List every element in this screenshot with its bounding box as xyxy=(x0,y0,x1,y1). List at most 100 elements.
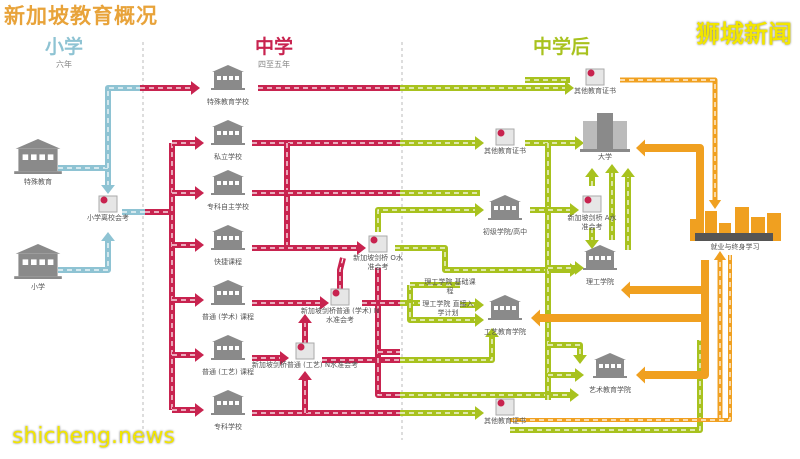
road-path xyxy=(400,81,574,95)
school-icon-window xyxy=(235,236,239,240)
road-dash xyxy=(58,236,109,271)
school-icon-window xyxy=(47,154,54,160)
node-label-poly-found: 理工学院 基础课程 xyxy=(424,278,476,295)
school-icon-base xyxy=(211,358,245,360)
school-icon xyxy=(583,245,617,270)
school-icon-window xyxy=(599,364,603,368)
road-line xyxy=(105,85,140,168)
page-title: 新加坡教育概况 xyxy=(4,4,158,28)
road-path xyxy=(621,260,709,299)
school-icon-window xyxy=(223,181,227,185)
road-path xyxy=(525,136,584,150)
school-icon-window xyxy=(601,256,605,260)
road-dash xyxy=(620,79,716,205)
school-icon-window xyxy=(500,306,504,310)
road-path xyxy=(337,257,346,290)
school-icon-roof xyxy=(594,353,626,360)
school-icon-base xyxy=(593,376,627,378)
road-line xyxy=(58,165,111,190)
stage-duration: 六年 xyxy=(56,60,72,69)
school-icon-window xyxy=(223,76,227,80)
arrow-head xyxy=(195,238,204,252)
school-icon-base xyxy=(14,171,62,174)
arrow-head xyxy=(585,168,599,177)
arrow-head xyxy=(298,371,312,380)
arrow-head xyxy=(570,203,579,217)
school-icon-base xyxy=(211,248,245,250)
road-line xyxy=(640,144,704,240)
school-icon-window xyxy=(217,401,221,405)
road-dash xyxy=(58,167,109,190)
school-icon-roof xyxy=(212,120,244,127)
road-dash xyxy=(395,247,575,271)
school-icon-window xyxy=(229,291,233,295)
school-icon xyxy=(211,335,245,360)
school-icon-window xyxy=(494,306,498,310)
arrow-head xyxy=(565,81,574,95)
node-label-work: 就业与终身学习 xyxy=(710,243,760,251)
school-icon-base xyxy=(488,218,522,220)
road-path xyxy=(510,255,732,422)
road-path xyxy=(298,371,312,413)
node-label-psle: 小学离校会考 xyxy=(87,214,129,222)
university-icon-base xyxy=(580,149,630,152)
school-icon-roof xyxy=(212,170,244,177)
road-dash xyxy=(377,209,480,232)
road-path xyxy=(636,300,709,384)
arrow-head xyxy=(573,355,587,364)
road-dash xyxy=(400,332,493,361)
school-icon-window xyxy=(235,76,239,80)
certificate-icon-seal xyxy=(497,129,505,137)
road-path xyxy=(140,81,200,95)
school-icon-window xyxy=(595,256,599,260)
road-dash xyxy=(510,255,731,421)
certificate-icon-seal xyxy=(370,236,378,244)
school-icon-window xyxy=(506,306,510,310)
road-path xyxy=(252,241,366,255)
school-icon-base xyxy=(14,276,62,279)
node-label-cert-bot: 其他教育证书 xyxy=(484,417,526,425)
school-icon-roof xyxy=(212,335,244,342)
node-label-cert-mid: 其他教育证书 xyxy=(484,147,526,155)
node-label-private: 私立学校 xyxy=(214,153,242,161)
road-layer xyxy=(58,77,732,433)
school-icon-window xyxy=(217,76,221,80)
node-label-special-school: 特殊教育学校 xyxy=(207,98,249,106)
school-icon-window xyxy=(31,154,37,160)
node-label-poly: 理工学院 xyxy=(586,278,614,286)
road-path xyxy=(510,340,703,433)
stage-name: 中学 xyxy=(255,36,294,58)
arrow-head xyxy=(101,232,115,241)
node-label-specialised: 专科学校 xyxy=(214,423,242,431)
school-icon-window xyxy=(223,236,227,240)
school-icon-base xyxy=(488,318,522,320)
school-icon-roof xyxy=(15,244,61,254)
road-path xyxy=(530,203,579,217)
certificate-icon-seal xyxy=(297,343,305,351)
school-icon-window xyxy=(494,206,498,210)
arrow-head xyxy=(195,136,204,150)
road-path xyxy=(375,203,484,232)
school-icon-window xyxy=(223,131,227,135)
certificate-icon-seal xyxy=(584,196,592,204)
road-dash xyxy=(409,285,480,321)
arrow-head xyxy=(191,81,200,95)
arrow-head xyxy=(570,388,579,402)
arrow-head xyxy=(713,251,727,260)
school-icon-window xyxy=(223,401,227,405)
school-icon-window xyxy=(47,259,54,265)
node-label-ntlevel: 新加坡剑桥普通 (工艺) N水准会考 xyxy=(251,361,359,369)
road-path xyxy=(395,245,579,277)
road-line xyxy=(510,340,703,433)
arrow-head xyxy=(636,366,645,384)
school-icon-window xyxy=(229,346,233,350)
arrow-head xyxy=(621,281,630,299)
arrow-head xyxy=(621,168,635,177)
road-dash xyxy=(377,268,400,396)
school-icon-window xyxy=(235,181,239,185)
node-label-arts: 艺术教育学院 xyxy=(589,386,631,394)
arrow-head xyxy=(636,139,645,157)
arrow-head xyxy=(101,185,115,194)
certificate-icon-seal xyxy=(100,196,108,204)
